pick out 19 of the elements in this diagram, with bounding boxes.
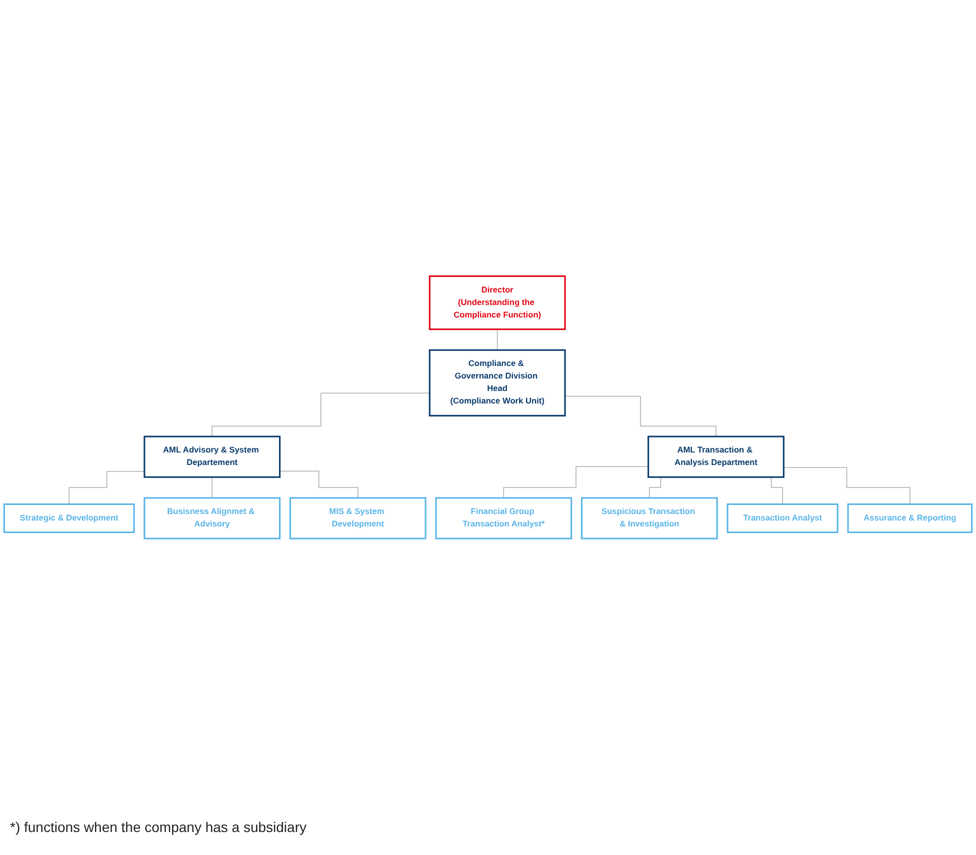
connector	[783, 467, 910, 505]
node-box: AML Advisory & System Departement	[144, 436, 281, 478]
connector	[503, 466, 649, 498]
connector	[564, 396, 716, 438]
node-box: Financial Group Transaction Analyst*	[435, 497, 572, 540]
connector	[496, 329, 498, 351]
node-box: Director (Understanding the Compliance Function)	[428, 276, 566, 330]
node-box: Strategic & Development	[3, 504, 135, 534]
connector	[279, 470, 358, 498]
node-box: Suspicious Transaction & Investigation	[580, 497, 718, 540]
node-box: MIS & System Development	[289, 497, 426, 540]
node-box: Busisness Alignmet & Advisory	[144, 497, 281, 540]
footnote: *) functions when the company has a subsidiary	[10, 819, 308, 835]
node-box: Assurance & Reporting	[847, 504, 973, 534]
connector	[212, 392, 430, 438]
node-box: AML Transaction & Analysis Department	[648, 436, 784, 478]
node-box: Compliance & Governance Division Head (Compliance Work Unit)	[428, 349, 566, 417]
connector	[68, 471, 145, 505]
node-box: Transaction Analyst	[726, 504, 838, 534]
